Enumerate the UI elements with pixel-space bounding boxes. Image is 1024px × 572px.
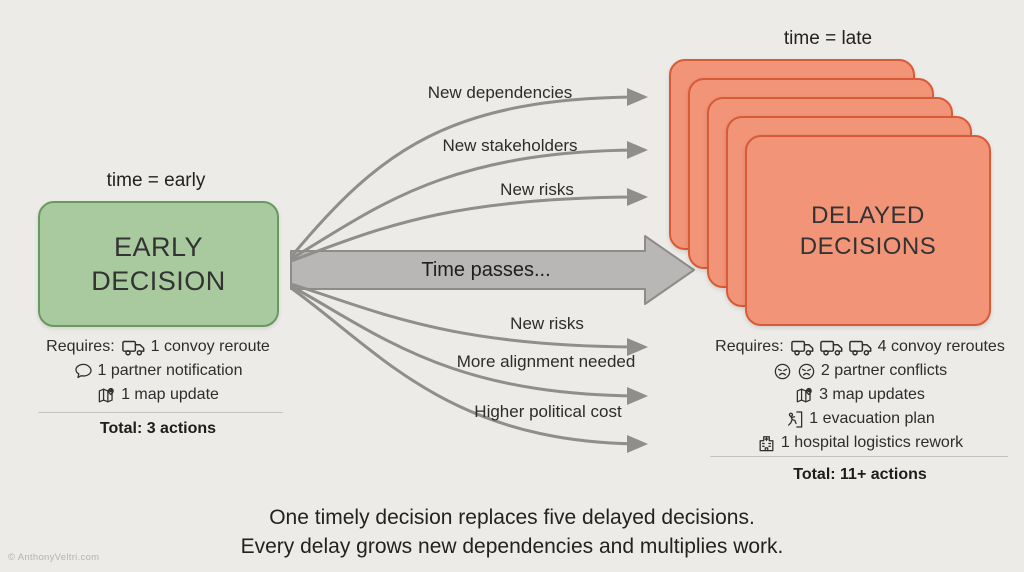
- requires-item-label: 1 evacuation plan: [809, 410, 935, 427]
- delayed-box-title-line2: DECISIONS: [799, 232, 937, 260]
- flow-label-new-risks-bottom: New risks: [510, 314, 584, 333]
- time-late-label: time = late: [783, 28, 873, 49]
- evacuation-icon: [785, 410, 804, 429]
- time-passes-label: Time passes...: [421, 259, 551, 281]
- map-icon: [97, 386, 116, 405]
- requires-item: 3 map updates: [698, 383, 1022, 407]
- curve-arrow-new-stakeholders: [290, 141, 648, 261]
- early-divider: [38, 412, 283, 413]
- requires-label: Requires:: [715, 338, 784, 355]
- summary-line2: Every delay grows new dependencies and m…: [240, 535, 784, 558]
- requires-item: 1 partner notification: [28, 359, 288, 383]
- curve-arrow-new-dependencies: [289, 88, 648, 258]
- delayed-total: Total: 11+ actions: [793, 466, 927, 483]
- early-requires-list: Requires: 1 convoy reroute 1 partner not…: [28, 335, 288, 407]
- requires-label: Requires:: [46, 338, 115, 355]
- early-box-title-line2: DECISION: [91, 266, 226, 296]
- requires-item: 1 map update: [28, 383, 288, 407]
- watermark: © AnthonyVeltri.com: [8, 552, 100, 563]
- requires-item-label: 4 convoy reroutes: [877, 338, 1005, 355]
- requires-item-label: 1 partner notification: [97, 362, 243, 379]
- truck-icon: [791, 338, 815, 357]
- flow-label-new-risks-top: New risks: [500, 180, 574, 199]
- requires-item-label: 3 map updates: [819, 386, 925, 403]
- summary-text: One timely decision replaces five delaye…: [0, 503, 1024, 561]
- requires-item-label: 2 partner conflicts: [820, 362, 948, 379]
- map-icon: [795, 386, 814, 405]
- flow-label-more-alignment: More alignment needed: [456, 352, 636, 371]
- flow-label-new-stakeholders: New stakeholders: [442, 136, 578, 155]
- flow-label-higher-political-cost: Higher political cost: [474, 402, 622, 421]
- truck-icon: [849, 338, 873, 357]
- summary-line1: One timely decision replaces five delaye…: [269, 506, 755, 529]
- requires-item: 1 hospital logistics rework: [698, 431, 1022, 455]
- early-total: Total: 3 actions: [99, 420, 217, 437]
- speech-bubble-icon: [74, 362, 93, 381]
- delayed-decisions-box: DELAYED DECISIONS: [745, 135, 991, 326]
- curve-arrow-more-alignment: [290, 284, 648, 405]
- angry-face-icon: [797, 362, 816, 381]
- requires-item-label: 1 hospital logistics rework: [780, 434, 964, 451]
- requires-item-label: 1 convoy reroute: [150, 338, 270, 355]
- truck-icon: [820, 338, 844, 357]
- time-early-label: time = early: [106, 170, 206, 191]
- requires-item: Requires: 4 convoy reroutes: [698, 335, 1022, 359]
- requires-item: Requires: 1 convoy reroute: [28, 335, 288, 359]
- truck-icon: [122, 338, 146, 357]
- angry-face-icon: [773, 362, 792, 381]
- hospital-icon: [757, 434, 776, 453]
- requires-item: 1 evacuation plan: [698, 407, 1022, 431]
- requires-item: 2 partner conflicts: [698, 359, 1022, 383]
- flow-label-new-dependencies: New dependencies: [427, 83, 573, 102]
- delayed-requires-list: Requires: 4 convoy reroutes 2 partner co…: [698, 335, 1022, 455]
- curve-arrow-new-risks-top: [290, 188, 648, 263]
- delayed-box-title-line1: DELAYED: [811, 201, 925, 229]
- curve-arrow-new-risks-bottom: [290, 282, 648, 356]
- delayed-divider: [710, 456, 1008, 457]
- early-box-title-line1: EARLY: [113, 232, 204, 262]
- requires-item-label: 1 map update: [121, 386, 219, 403]
- early-decision-box: EARLY DECISION: [38, 201, 279, 327]
